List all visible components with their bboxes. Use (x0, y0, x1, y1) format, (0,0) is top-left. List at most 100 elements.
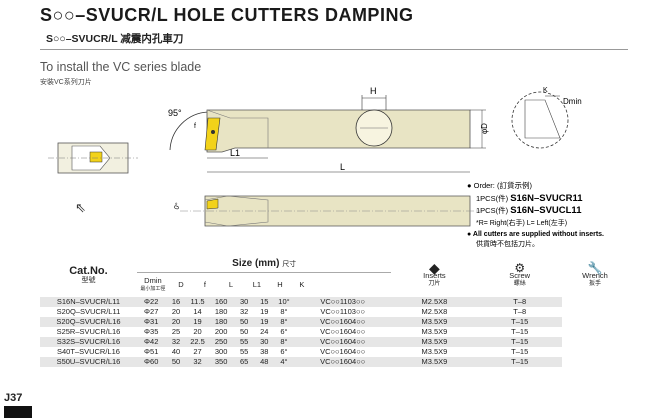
dmin-label: Dmin (563, 97, 582, 106)
cell-cat: S25R–SVUCR/L16 (56, 327, 121, 336)
cell-wrench: T–8 (477, 297, 562, 307)
cell-wrench: T–15 (477, 337, 562, 347)
cell-ins: VC○○1604○○ (320, 347, 366, 356)
cell-f: 20 (193, 327, 202, 336)
order-example-1: 1PCS(件) S16N–SVUCR11 (476, 193, 583, 204)
install-note: To install the VC series blade (40, 60, 202, 74)
cell-cat: S32S–SVUCR/L16 (40, 337, 137, 347)
cell-h: 38 (260, 347, 269, 356)
cell-screw: M3.5X9 (421, 327, 448, 336)
cell-cat: S20Q–SVUCR/L11 (56, 307, 121, 316)
order-example-2: 1PCS(件) S16N–SVUCL11 (476, 205, 582, 216)
cell-l1: 30 (233, 297, 255, 307)
page-number: J37 (4, 392, 23, 404)
cell-f: 19 (186, 317, 209, 327)
cell-k: 8° (280, 307, 288, 316)
side-angle: 0° (172, 201, 182, 210)
page-tab (4, 406, 32, 418)
insert-shape (204, 117, 221, 151)
cell-d: 16 (165, 297, 187, 307)
cell-ins: VC○○1103○○ (320, 307, 366, 316)
cell-wrench: T–15 (511, 347, 529, 356)
h-label: H (370, 86, 377, 96)
inserts-note: ● All cutters are supplied without inser… (467, 231, 604, 238)
cell-dmin: Φ60 (136, 357, 166, 367)
cell-d: 40 (171, 347, 181, 356)
page-title: S○○–SVUCR/L HOLE CUTTERS DAMPING (40, 5, 414, 25)
angle-label: 95° (168, 108, 182, 118)
cell-f: 22.5 (186, 337, 209, 347)
k-label: K (543, 87, 548, 94)
cell-screw: M3.5X9 (421, 347, 448, 356)
cell-ins: VC○○1103○○ (293, 297, 392, 307)
cell-f: 32 (186, 357, 209, 367)
cell-ins: VC○○1604○○ (293, 317, 392, 327)
cell-l: 250 (208, 337, 234, 347)
cell-wrench: T–15 (511, 327, 529, 336)
cell-h: 19 (254, 317, 274, 327)
cell-wrench: T–15 (477, 357, 562, 367)
title-divider (40, 49, 628, 50)
cell-dmin: Φ27 (144, 307, 159, 316)
cell-k: 4° (273, 357, 294, 367)
cell-ins: VC○○1604○○ (293, 337, 392, 347)
f-dim: f (194, 123, 196, 130)
cell-l1: 55 (239, 347, 249, 356)
cell-l1: 65 (233, 357, 255, 367)
cell-h: 19 (260, 307, 269, 316)
cell-d: 32 (165, 337, 187, 347)
cell-k: 10° (273, 297, 294, 307)
cell-screw: M2.5X8 (421, 307, 448, 316)
page-subtitle: S○○–SVUCR/L 减震内孔車刀 (46, 33, 184, 45)
cell-dmin: Φ51 (144, 347, 159, 356)
cell-f: 14 (193, 307, 202, 316)
cell-l1: 32 (239, 307, 249, 316)
cell-cat: S40T–SVUCR/L16 (56, 347, 120, 356)
cell-l1: 55 (233, 337, 255, 347)
cell-f: 27 (193, 347, 202, 356)
order-heading: ● Order: (訂貨示例) (467, 180, 532, 190)
cell-h: 24 (260, 327, 269, 336)
cell-h: 48 (254, 357, 274, 367)
top-view-tool (204, 109, 471, 153)
cell-k: 6° (280, 327, 288, 336)
inserts-note-cn: 供貨時不包括刀片。 (476, 239, 539, 248)
cell-h: 30 (254, 337, 274, 347)
cell-wrench: T–15 (477, 317, 562, 327)
cell-ins: VC○○1604○○ (293, 357, 392, 367)
cell-l1: 50 (239, 327, 249, 336)
cell-d: 25 (171, 327, 181, 336)
cell-dmin: Φ31 (136, 317, 166, 327)
side-view-tool (180, 195, 480, 227)
cell-screw: M3.5X9 (391, 337, 478, 347)
cell-f: 11.5 (186, 297, 209, 307)
cell-d: 20 (171, 307, 181, 316)
cell-l: 300 (214, 347, 228, 356)
cell-l: 160 (208, 297, 234, 307)
cell-l: 180 (208, 317, 234, 327)
cell-cat: S16N–SVUCR/L11 (40, 297, 137, 307)
cell-ins: VC○○1604○○ (320, 327, 366, 336)
k-detail (511, 91, 569, 149)
arrow-icon: ⇖ (75, 201, 86, 216)
cell-dmin: Φ42 (136, 337, 166, 347)
d-dim-label: φD (480, 123, 489, 134)
l-label: L (340, 162, 345, 172)
cell-dmin: Φ35 (144, 327, 159, 336)
cell-screw: M3.5X9 (391, 357, 478, 367)
cell-l: 350 (208, 357, 234, 367)
order-hand-note: *R= Right(右手) L= Left(左手) (476, 218, 567, 227)
